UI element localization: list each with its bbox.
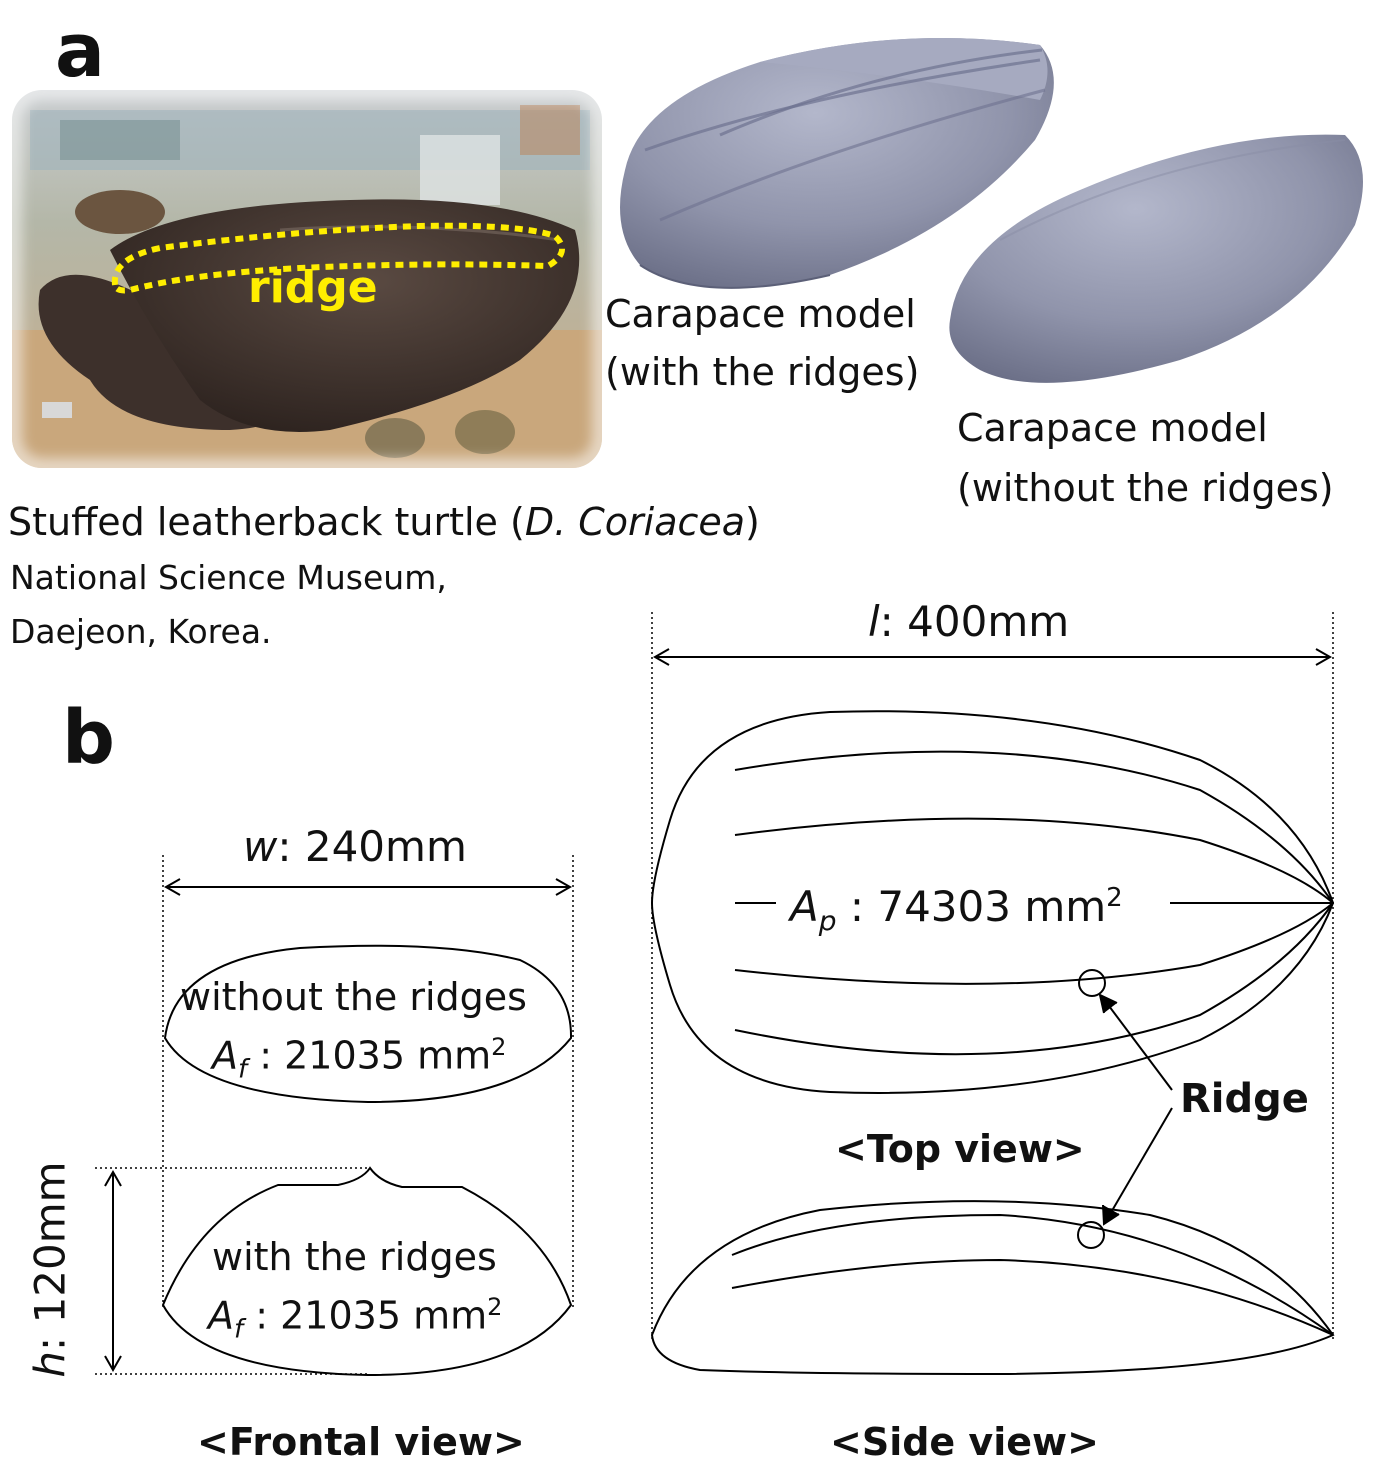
top-view-ridge bbox=[734, 902, 1334, 985]
ap-var: A bbox=[790, 882, 819, 931]
frontal-with-label: with the ridges bbox=[212, 1235, 497, 1279]
side-view-ridge bbox=[731, 1213, 1334, 1336]
panel-letter-a: a bbox=[55, 8, 105, 94]
width-value: : 240mm bbox=[277, 822, 467, 871]
width-label: w: 240mm bbox=[243, 822, 467, 871]
length-value: : 400mm bbox=[879, 597, 1070, 646]
carapace-model-with-ridges bbox=[620, 37, 1054, 289]
ap-value: : 74303 mm bbox=[836, 882, 1107, 931]
frontal-with-area: Af : 21035 mm2 bbox=[208, 1293, 502, 1344]
model-with-caption-line1: Carapace model bbox=[605, 292, 916, 336]
photo-ridge-label: ridge bbox=[248, 262, 378, 313]
af-sub: f bbox=[238, 1054, 248, 1085]
frontal-outline-without-ridges bbox=[163, 944, 573, 1104]
ridge-label: Ridge bbox=[1180, 1076, 1309, 1122]
length-dimension-arrow bbox=[652, 648, 1333, 666]
side-view-ridge bbox=[731, 1258, 1334, 1336]
frontal-guide-lines bbox=[95, 855, 574, 1375]
top-view-area: Ap : 74303 mm2 bbox=[790, 882, 1123, 937]
ap-sup: 2 bbox=[1106, 883, 1123, 913]
height-var: h bbox=[25, 1350, 75, 1378]
af-with-sup: 2 bbox=[487, 1293, 503, 1321]
top-view-ridge bbox=[734, 817, 1334, 904]
photo-caption-main: Stuffed leatherback turtle ( bbox=[8, 500, 525, 544]
af-var: A bbox=[208, 1293, 234, 1338]
height-value: : 120mm bbox=[25, 1161, 75, 1351]
af-sub: f bbox=[234, 1314, 244, 1345]
model-without-caption-line1: Carapace model bbox=[957, 406, 1268, 450]
frontal-view-label: <Frontal view> bbox=[197, 1420, 525, 1464]
frontal-without-area: Af : 21035 mm2 bbox=[212, 1033, 506, 1084]
photo-caption: Stuffed leatherback turtle (D. Coriacea) bbox=[8, 500, 760, 544]
ridge-highlight bbox=[111, 222, 565, 294]
width-dimension-arrow bbox=[163, 878, 573, 896]
af-without-sup: 2 bbox=[491, 1033, 507, 1061]
model-with-caption-line2: (with the ridges) bbox=[605, 350, 920, 394]
top-view-label: <Top view> bbox=[835, 1127, 1085, 1171]
top-view-ridge bbox=[734, 902, 1334, 1056]
ridge-arrows bbox=[1098, 993, 1173, 1226]
frontal-outline-with-ridges bbox=[161, 1166, 573, 1377]
height-label: h: 120mm bbox=[26, 1161, 75, 1377]
length-label: l: 400mm bbox=[868, 597, 1069, 646]
panel-letter-b: b bbox=[62, 695, 115, 781]
ap-sub: p bbox=[818, 904, 837, 938]
length-guide-lines bbox=[651, 612, 1334, 1340]
top-view-ridge bbox=[734, 750, 1334, 904]
width-var: w bbox=[243, 822, 278, 871]
af-with-value: : 21035 mm bbox=[243, 1293, 488, 1338]
frontal-without-label: without the ridges bbox=[180, 975, 527, 1019]
length-var: l bbox=[868, 597, 880, 646]
photo-caption-end: ) bbox=[745, 500, 760, 544]
ridge-marker-side bbox=[1077, 1221, 1105, 1249]
af-var: A bbox=[212, 1033, 238, 1078]
model-without-caption-line2: (without the ridges) bbox=[957, 466, 1334, 510]
height-dimension-arrow bbox=[104, 1169, 122, 1373]
af-without-value: : 21035 mm bbox=[247, 1033, 492, 1078]
side-view-outline bbox=[650, 1200, 1335, 1376]
carapace-model-without-ridges bbox=[949, 134, 1363, 383]
photo-location-line1: National Science Museum, bbox=[10, 558, 447, 597]
photo-location-line2: Daejeon, Korea. bbox=[10, 612, 272, 651]
side-view-label: <Side view> bbox=[830, 1420, 1099, 1464]
ridge-marker-top bbox=[1078, 969, 1106, 997]
photo-caption-species: D. Coriacea bbox=[524, 500, 746, 544]
turtle-photo bbox=[12, 90, 602, 468]
